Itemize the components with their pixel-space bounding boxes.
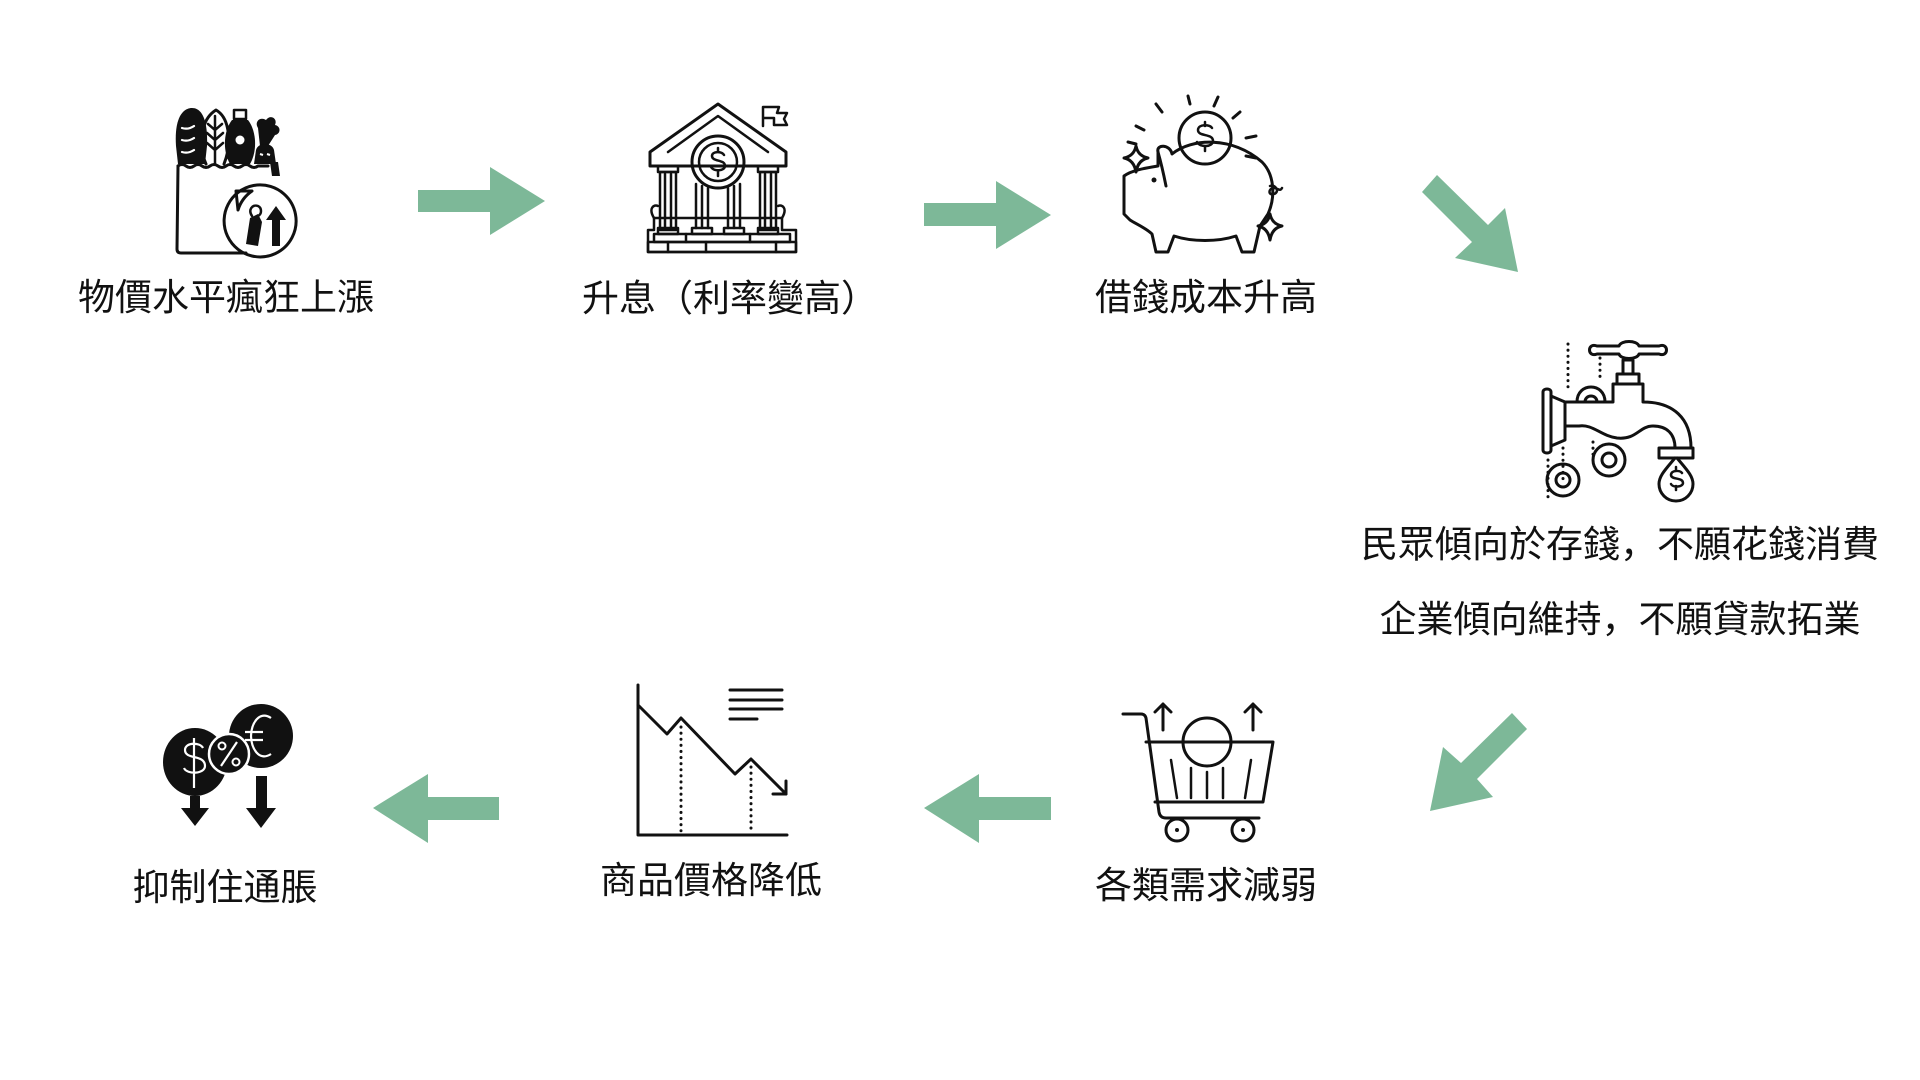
arrow-step5-to-step6 <box>924 774 1051 843</box>
bank-dollar-icon <box>646 102 798 254</box>
arrow-step6-to-step7 <box>373 774 499 843</box>
step4-label-line2: 企業傾向維持，不願貸款拓業 <box>1379 598 1861 641</box>
step3-label: 借錢成本升高 <box>1095 276 1317 319</box>
step2-label: 升息（利率變高） <box>582 277 878 320</box>
step6-label: 商品價格降低 <box>600 859 822 902</box>
piggy-bank-coin-icon <box>1122 94 1290 260</box>
arrow-step4-to-step5 <box>1430 713 1527 811</box>
grocery-bag-price-up-icon <box>172 106 302 259</box>
arrow-step3-to-step4 <box>1422 175 1518 272</box>
shopping-cart-minus-icon <box>1121 698 1275 843</box>
step4-label-line1: 民眾傾向於存錢，不願花錢消費 <box>1361 523 1879 566</box>
currency-rates-down-icon <box>163 704 299 832</box>
faucet-money-icon <box>1541 340 1697 504</box>
step1-label: 物價水平瘋狂上漲 <box>78 276 374 319</box>
step5-label: 各類需求減弱 <box>1095 864 1317 907</box>
step7-label: 抑制住通脹 <box>132 866 318 909</box>
declining-chart-icon <box>636 683 789 837</box>
arrow-step2-to-step3 <box>924 181 1051 249</box>
arrow-step1-to-step2 <box>418 167 545 235</box>
